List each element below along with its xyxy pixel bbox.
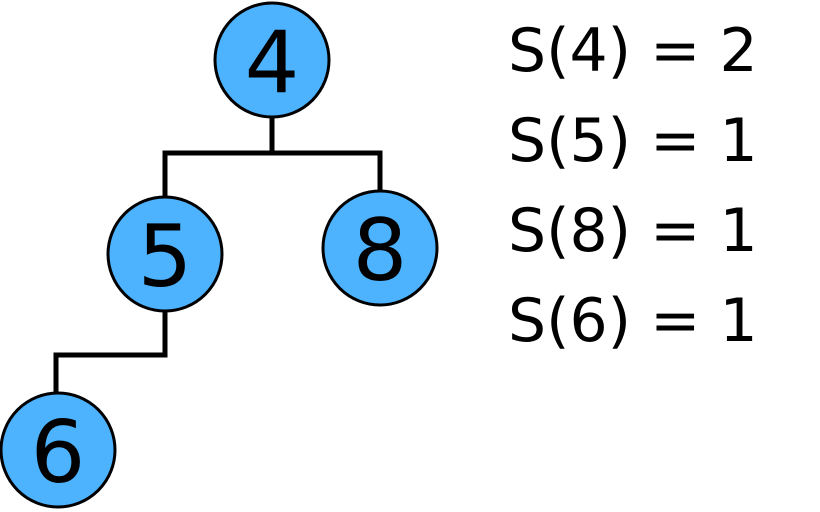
tree-edges — [53, 116, 383, 396]
subtree-size-4: S(4) = 2 — [508, 16, 758, 86]
edge-4-to-8 — [272, 150, 383, 192]
tree-nodes: 4 5 8 6 — [0, 1, 439, 509]
node-8-label: 8 — [353, 201, 408, 301]
subtree-size-6: S(6) = 1 — [508, 286, 758, 356]
node-6: 6 — [0, 391, 117, 509]
node-4: 4 — [213, 1, 331, 119]
edge-4-to-5 — [162, 116, 275, 198]
subtree-size-list: S(4) = 2 S(5) = 1 S(8) = 1 S(6) = 1 — [508, 6, 758, 366]
node-5: 5 — [106, 195, 224, 313]
node-8-circle — [321, 189, 439, 307]
node-6-circle — [0, 391, 117, 509]
node-4-label: 4 — [245, 13, 300, 113]
node-5-circle — [106, 195, 224, 313]
edge-5-to-6 — [53, 310, 168, 396]
tree-diagram: 4 5 8 6 — [0, 1, 439, 509]
node-6-label: 6 — [31, 403, 86, 503]
subtree-size-5: S(5) = 1 — [508, 106, 758, 176]
subtree-size-8: S(8) = 1 — [508, 196, 758, 266]
node-8: 8 — [321, 189, 439, 307]
node-4-circle — [213, 1, 331, 119]
node-5-label: 5 — [138, 207, 193, 307]
